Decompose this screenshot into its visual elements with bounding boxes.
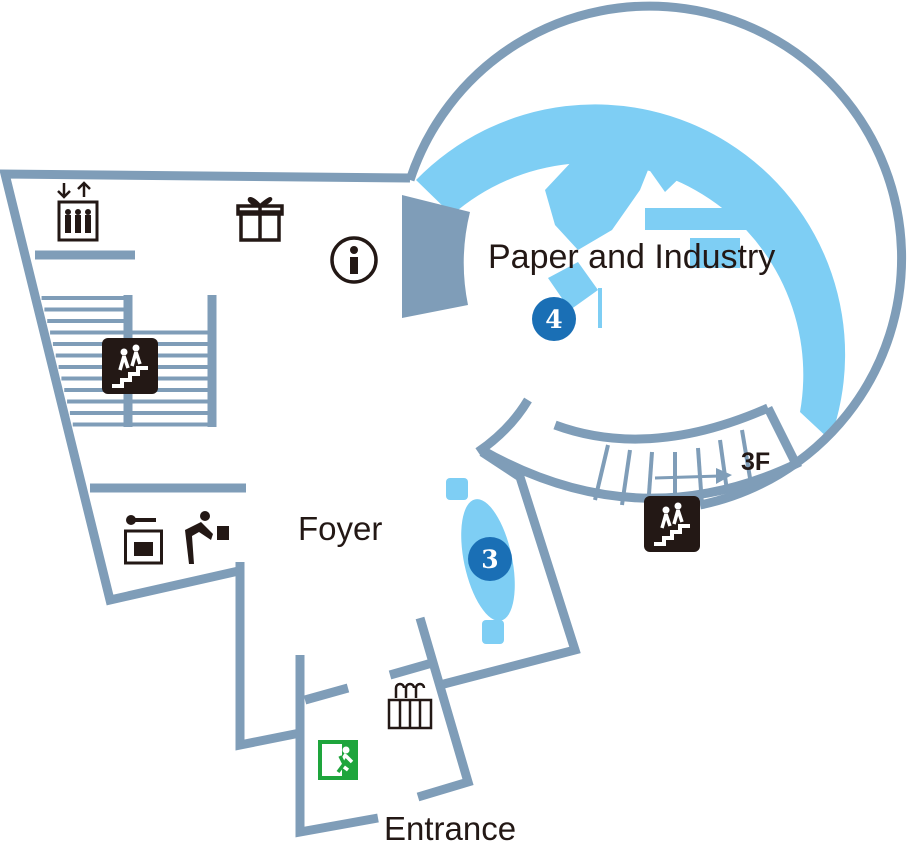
stairs-direction-arrow xyxy=(654,468,732,484)
emergency-exit-icon xyxy=(318,740,358,780)
elevator-icon xyxy=(57,181,99,242)
stair-inner-arc xyxy=(553,403,770,444)
gallery-outer-wall xyxy=(405,1,907,510)
information-icon[interactable] xyxy=(330,236,378,284)
exhibit-machines xyxy=(545,140,775,328)
building-walls xyxy=(0,169,581,838)
gallery-entry-wall xyxy=(402,195,470,318)
umbrella-stand-icon xyxy=(387,682,433,730)
gift-shop-icon xyxy=(236,197,284,242)
locker-icon xyxy=(124,515,163,565)
exhibit-ring xyxy=(416,104,846,440)
stair-outer-arc xyxy=(479,446,802,503)
room-label-paper-and-industry: Paper and Industry xyxy=(488,238,776,276)
drinking-fountain-icon xyxy=(185,511,229,564)
stairs-icon xyxy=(102,338,158,394)
stairs-icon xyxy=(644,496,700,552)
room-label-foyer: Foyer xyxy=(298,510,383,547)
exhibit-marker-3[interactable]: 3 xyxy=(468,537,512,581)
exhibit-marker-4[interactable]: 4 xyxy=(532,297,576,341)
room-label-entrance: Entrance xyxy=(384,810,517,843)
stairs-floor-label: 3F xyxy=(741,448,771,476)
